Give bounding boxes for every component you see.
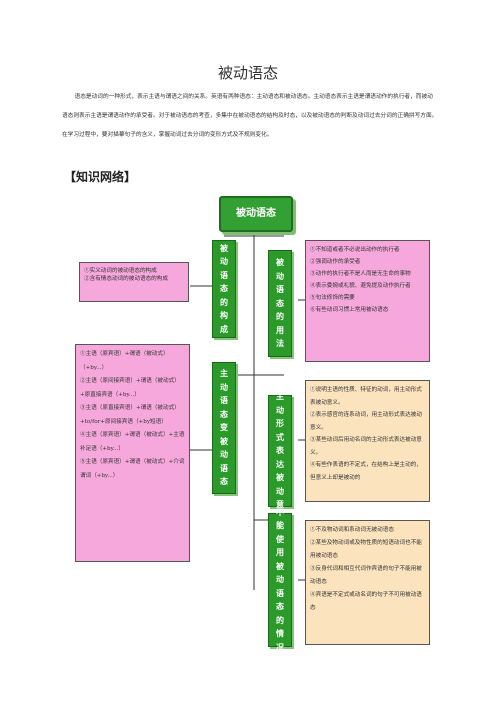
list-item: ①不及物动词和系动词无被动语态	[310, 527, 394, 533]
branch-label-no-passive-text: 不能使用被动语态的情况	[276, 507, 284, 652]
branch-label-structure-text: 被动语态的构成	[220, 243, 228, 334]
list-item: ①主语（原宾语）+谓语（被动式）（+by...）	[80, 351, 169, 371]
page-title: 被动语态	[217, 64, 278, 82]
branch-label-active-to-passive-text: 主动语态变被动语态	[220, 369, 228, 487]
list-item: ⑤主语（原宾语）+谓语（被动式）+介词谓词（+by...）	[80, 459, 185, 479]
list-item: ⑤句法修饰的需要	[310, 295, 355, 301]
branch-label-active-form-text: 主动形式表达被动意	[276, 392, 284, 510]
list-item: ⑥有些动词习惯上常用被动语态	[310, 307, 389, 313]
list-item: ④宾语是不定式或动名词的句子不可用被动语态	[310, 592, 422, 611]
section-heading: 【知识网络】	[64, 170, 137, 184]
list-item: ④有些作表语的不定式，在结构上是主动的，但意义上却是被动的	[310, 462, 422, 481]
list-item: ②主语（原间接宾语）+谓语（被动式）+原直接宾语（+by...）	[80, 378, 180, 398]
box-active-form: ①说明主语的性质、特征的动词，用主动形式表被动意义。 ②表示感官的连系动词，用主…	[305, 380, 430, 502]
branch-label-no-passive: 不能使用被动语态的情况	[268, 508, 292, 652]
branch-label-usage-text: 被动语态的用法	[276, 258, 284, 349]
intro-paragraph: 语态是动词的一种形式，表示主语与谓语之间的关系。英语有两种语态：主动语态和被动语…	[62, 94, 438, 138]
box-structure: ①实义动词的被动语态的构成 ②含有情态动词的被动语态的构成	[79, 262, 189, 302]
box-no-passive: ①不及物动词和系动词无被动语态 ②某些及物动词或及物性质的短语动词也不能用被动语…	[305, 520, 430, 645]
list-item: ②表示感官的连系动词，用主动形式表达被动意义。	[310, 412, 422, 431]
list-item: ③动作的执行者不是人而是无生命的事物	[310, 271, 411, 277]
list-item: ③反身代词和相互代词作宾语的句子不能用被动语态	[310, 566, 422, 585]
list-item: ②强调动作的承受者	[310, 259, 361, 265]
list-item: ②含有情态动词的被动语态的构成	[84, 276, 168, 282]
list-item: ①不知道或者不必说出动作的执行者	[310, 247, 400, 253]
list-item: ①说明主语的性质、特征的动词，用主动形式表被动意义。	[310, 387, 422, 406]
list-item: ②某些及物动词或及物性质的短语动词也不能用被动语态	[310, 540, 422, 559]
mindmap-root: 被动语态	[219, 196, 293, 232]
branch-label-structure: 被动语态的构成	[212, 240, 236, 338]
branch-label-active-to-passive: 主动语态变被动语态	[212, 362, 236, 494]
list-item: ①实义动词的被动语态的构成	[84, 268, 157, 274]
list-item: ③某些动词后用动名词的主动形式表达被动意义。	[310, 437, 422, 456]
list-item: ④表示委婉或礼貌、避免提及动作执行者	[310, 283, 411, 289]
list-item: ③主语（原直接宾语）+谓语（被动式）+to/for+原间接宾语（+by短语）	[80, 405, 180, 425]
branch-label-active-form: 主动形式表达被动意	[268, 392, 292, 509]
box-active-to-passive: ①主语（原宾语）+谓语（被动式）（+by...） ②主语（原间接宾语）+谓语（被…	[75, 344, 190, 562]
list-item: ④主语（原宾语）+谓语（被动式）+主语补足语（+by...）	[80, 432, 185, 452]
branch-label-usage: 被动语态的用法	[268, 250, 292, 357]
box-usage: ①不知道或者不必说出动作的执行者 ②强调动作的承受者 ③动作的执行者不是人而是无…	[305, 240, 430, 362]
